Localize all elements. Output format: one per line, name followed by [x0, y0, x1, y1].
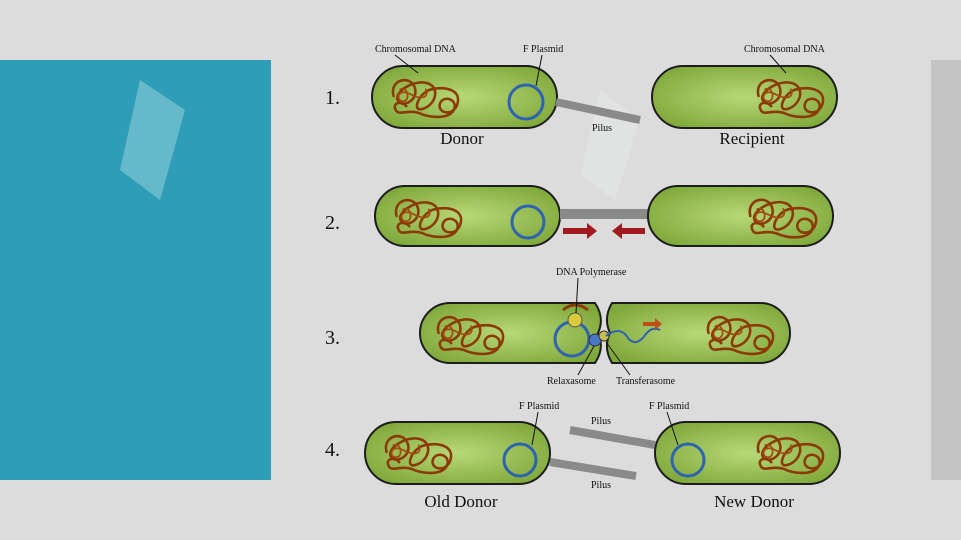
donor-cell-3: [419, 302, 602, 364]
arrow-left-2: [612, 223, 645, 239]
f-plasmid-label-1: F Plasmid: [523, 44, 563, 55]
dna-polymerase-blob: [567, 312, 583, 328]
recipient-cell-3: [606, 302, 791, 364]
recipient-cell-1: [651, 65, 838, 129]
transferred-strand: [605, 327, 661, 344]
relaxasome-label: Relaxasome: [547, 376, 596, 387]
teal-panel: [0, 60, 271, 480]
pilus-4-bottom: [549, 458, 637, 480]
transferasome-blob: [598, 330, 610, 342]
transfer-arrow-3: [643, 318, 662, 330]
recipient-cell-2: [647, 185, 834, 247]
pilus-label-4-top: Pilus: [591, 416, 611, 427]
dna-polymerase-label: DNA Polymerase: [556, 267, 627, 278]
old-donor-caption: Old Donor: [424, 492, 498, 511]
f-plasmid-2: [510, 204, 546, 240]
f-plasmid-label-4-right: F Plasmid: [649, 401, 689, 412]
f-plasmid-1: [507, 83, 545, 121]
pilus-label-4-bottom: Pilus: [591, 480, 611, 491]
pilus-4-top: [569, 426, 656, 449]
right-gray-bar: [931, 60, 961, 480]
step-1-number: 1.: [325, 87, 340, 109]
pilus-label-1: Pilus: [592, 123, 612, 134]
donor-caption: Donor: [440, 129, 484, 148]
step-2-number: 2.: [325, 212, 340, 234]
chromosomal-dna-label-right: Chromosomal DNA: [744, 44, 826, 55]
chromosomal-dna-label-left: Chromosomal DNA: [375, 44, 457, 55]
f-plasmid-4-left: [502, 442, 538, 478]
step-4-number: 4.: [325, 439, 340, 461]
polymerase-strand: [562, 303, 589, 312]
pilus-2: [560, 209, 648, 219]
step-3-number: 3.: [325, 327, 340, 349]
f-plasmid-label-4-left: F Plasmid: [519, 401, 559, 412]
recipient-caption: Recipient: [719, 129, 784, 148]
transferasome-label: Transferasome: [616, 376, 676, 387]
arrow-right-2: [563, 223, 597, 239]
f-plasmid-4-right: [670, 442, 706, 478]
new-donor-caption: New Donor: [714, 492, 794, 511]
pilus-1: [555, 98, 641, 124]
